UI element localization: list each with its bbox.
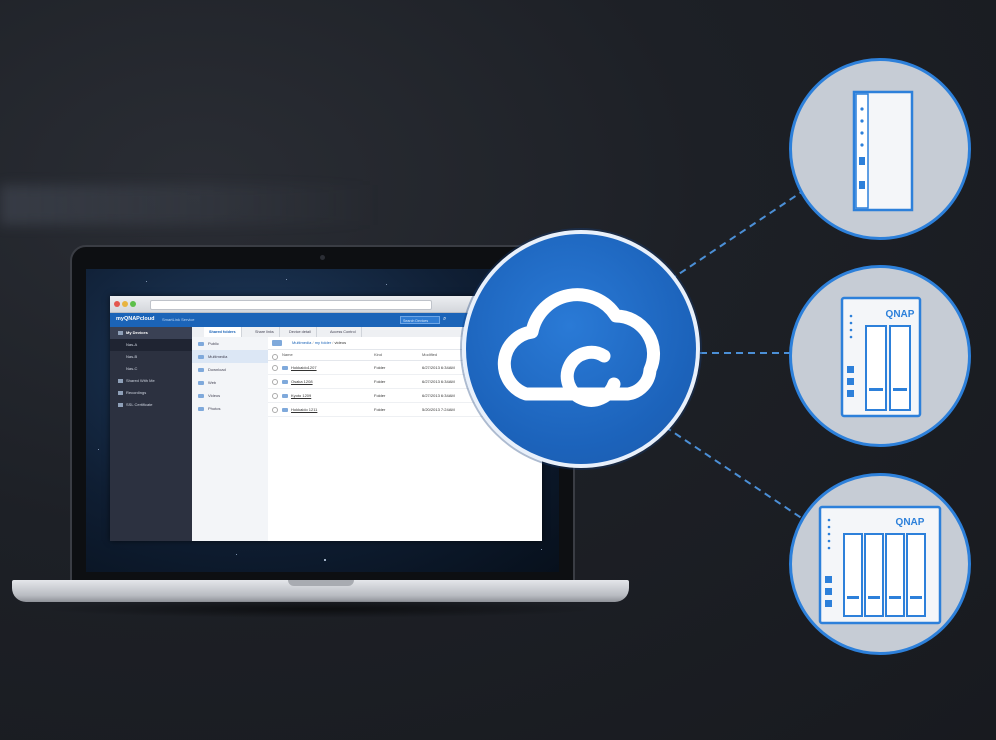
row-checkbox[interactable]	[272, 379, 278, 385]
breadcrumb: Multimedia / my folder / videos	[268, 337, 542, 350]
sidebar: My Devices Nas-A Nas-B Nas-C Shared With…	[110, 327, 192, 541]
folder-item-photos[interactable]: Photos	[192, 402, 268, 415]
laptop-camera	[320, 255, 325, 260]
link-to-device-1	[639, 184, 813, 301]
cloud-icon	[497, 288, 661, 407]
folder-item-multimedia[interactable]: Multimedia	[192, 350, 268, 363]
cloud-badge	[462, 230, 700, 468]
folder-icon	[198, 380, 204, 385]
breadcrumb-item-multimedia[interactable]: Multimedia	[292, 340, 312, 345]
breadcrumb-item-videos: videos	[334, 340, 347, 345]
column-kind[interactable]: Kind	[374, 352, 383, 357]
recordings-icon	[118, 390, 123, 395]
browser-toolbar	[110, 296, 542, 313]
folder-icon	[282, 407, 288, 412]
table-row[interactable]: Kyoto 1209 Folder 6/27/2013 6:34AM	[268, 389, 542, 403]
folder-icon	[198, 406, 204, 411]
sidebar-item-shared-with-me[interactable]: Shared With Me	[110, 375, 192, 387]
four-bay-nas-icon: QNAP	[818, 505, 942, 625]
laptop-shadow	[40, 600, 600, 618]
folder-icon	[198, 341, 204, 346]
row-checkbox[interactable]	[272, 365, 278, 371]
sidebar-item-nas-c[interactable]: Nas-C	[126, 366, 138, 371]
row-checkbox[interactable]	[272, 393, 278, 399]
folder-item-web[interactable]: Web	[192, 376, 268, 389]
tab-access-control[interactable]: Access Control	[325, 327, 362, 337]
sidebar-item-nas-b[interactable]: Nas-B	[126, 354, 138, 359]
link-to-device-3	[654, 419, 813, 526]
sidebar-item-my-devices[interactable]: My Devices	[110, 327, 192, 339]
folder-icon	[282, 393, 288, 398]
column-name[interactable]: Name	[282, 352, 293, 357]
maximize-dot-icon[interactable]	[130, 301, 136, 307]
table-row[interactable]: Hokkaido1207 Folder 6/27/2013 6:34AM	[268, 361, 542, 375]
search-icon[interactable]: ⌕	[443, 316, 447, 322]
folder-icon	[198, 393, 204, 398]
table-header: Name Kind Modified	[268, 350, 542, 361]
breadcrumb-item-my-folder[interactable]: my folder	[314, 340, 332, 345]
tab-shared-folders[interactable]: Shared folders	[204, 327, 242, 337]
folder-icon	[198, 367, 204, 372]
sidebar-item-recordings[interactable]: Recordings	[110, 387, 192, 399]
laptop-notch	[288, 580, 354, 586]
row-checkbox[interactable]	[272, 407, 278, 413]
single-bay-nas-icon	[852, 90, 914, 212]
column-modified[interactable]: Modified	[422, 352, 438, 357]
sidebar-item-ssl-certificate[interactable]: SSL Certificate	[110, 399, 192, 411]
folder-icon	[272, 340, 282, 346]
laptop-base	[12, 580, 629, 602]
app-header: myQNAPcloud SmartLink Service Search Dev…	[110, 313, 542, 327]
device-circle-four-bay[interactable]: QNAP	[789, 473, 971, 655]
browser-window: myQNAPcloud SmartLink Service Search Dev…	[110, 296, 542, 541]
sidebar-item-nas-a[interactable]: Nas-A	[110, 339, 192, 351]
minimize-dot-icon[interactable]	[122, 301, 128, 307]
folder-icon	[282, 365, 288, 370]
app-body: My Devices Nas-A Nas-B Nas-C Shared With…	[110, 327, 542, 541]
select-all-checkbox[interactable]	[272, 354, 278, 360]
tab-share-links[interactable]: Share links	[250, 327, 280, 337]
devices-icon	[118, 330, 123, 335]
qnap-logo: QNAP	[896, 517, 925, 528]
share-icon	[118, 378, 123, 383]
search-input[interactable]: Search Devices	[400, 316, 440, 324]
tab-device-detail[interactable]: Device detail	[284, 327, 317, 337]
device-circle-two-bay[interactable]: QNAP	[789, 265, 971, 447]
app-logo: myQNAPcloud	[116, 316, 155, 322]
certificate-icon	[118, 402, 123, 407]
background-glow	[0, 185, 380, 225]
folder-icon	[198, 354, 204, 359]
close-dot-icon[interactable]	[114, 301, 120, 307]
two-bay-nas-icon: QNAP	[840, 296, 922, 418]
folder-list: Public Multimedia Download Web Videos Ph…	[192, 337, 269, 541]
folder-item-public[interactable]: Public	[192, 337, 268, 350]
table-row[interactable]: Osaka 1208 Folder 6/27/2013 6:34AM	[268, 375, 542, 389]
folder-icon	[282, 379, 288, 384]
url-bar[interactable]	[150, 300, 432, 310]
qnap-logo: QNAP	[886, 309, 915, 320]
app-subtitle: SmartLink Service	[162, 317, 195, 322]
table-row[interactable]: Hokkaido 1211 Folder 5/20/2013 7:24AM	[268, 403, 542, 417]
device-circle-single-bay[interactable]	[789, 58, 971, 240]
folder-item-download[interactable]: Download	[192, 363, 268, 376]
folder-item-videos[interactable]: Videos	[192, 389, 268, 402]
